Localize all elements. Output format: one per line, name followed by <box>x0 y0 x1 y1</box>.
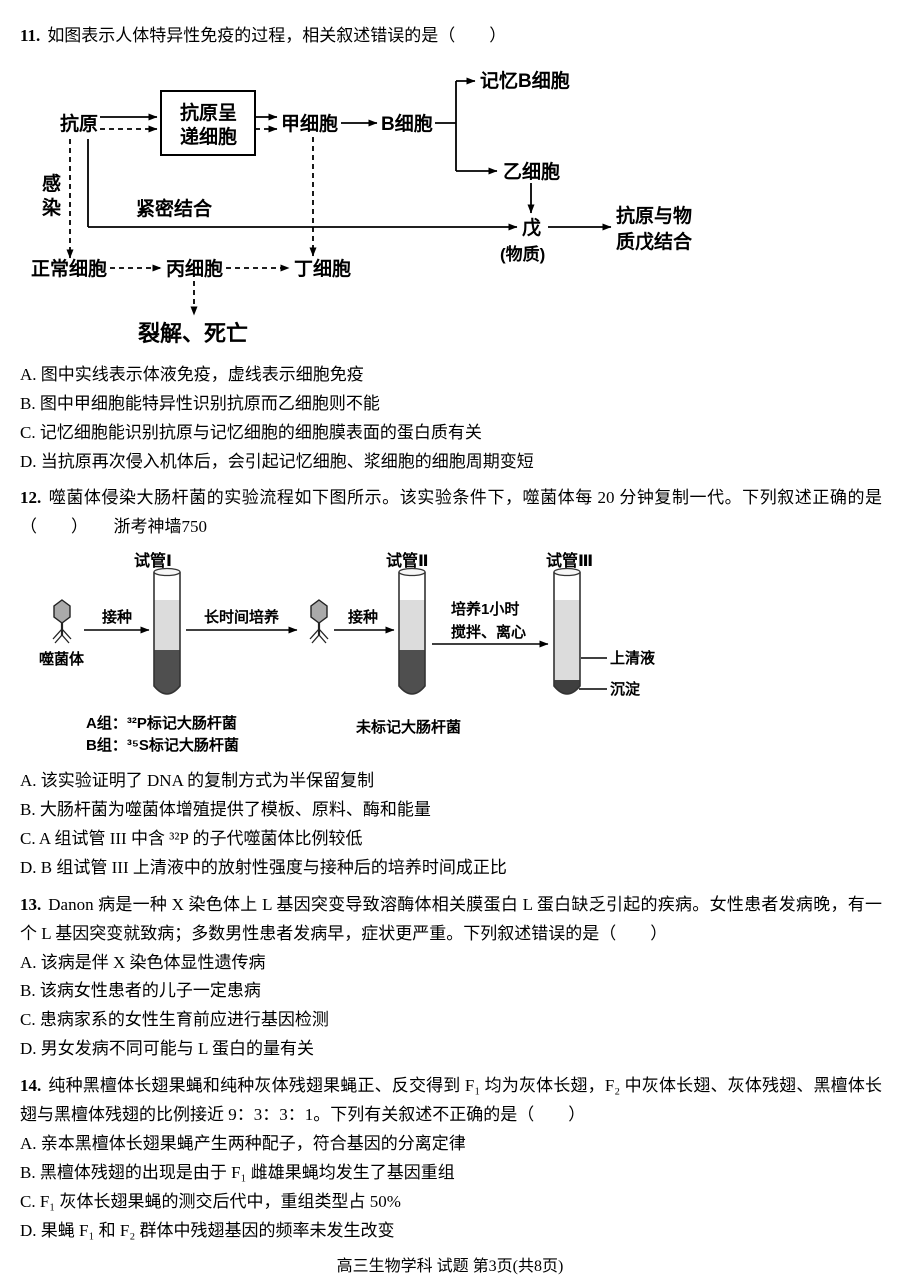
question-12-option-c: C. A 组试管 III 中含 ³²P 的子代噬菌体比例较低 <box>20 829 363 849</box>
question-12-number: 12. <box>20 488 42 508</box>
question-12: 12.噬菌体侵染大肠杆菌的实验流程如下图所示。该实验条件下，噬菌体每 20 分钟… <box>20 484 882 882</box>
cell-bing-label: 丙细胞 <box>166 257 223 280</box>
tight-binding-label: 紧密结合 <box>136 197 213 220</box>
tube-1-label: 试管Ⅰ <box>134 551 172 570</box>
question-11-option-c: C. 记忆细胞能识别抗原与记忆细胞的细胞膜表面的蛋白质有关 <box>20 422 482 442</box>
question-11-option-a: A. 图中实线表示体液免疫，虚线表示细胞免疫 <box>20 364 364 384</box>
question-11-option-b: B. 图中甲细胞能特异性识别抗原而乙细胞则不能 <box>20 393 380 413</box>
cell-ding-label: 丁细胞 <box>294 257 351 280</box>
substance-wu-label: 戊 <box>522 216 541 239</box>
unlabeled-ecoli-label: 未标记大肠杆菌 <box>355 718 461 736</box>
sediment-label: 沉淀 <box>610 680 641 698</box>
question-13-option-c: C. 患病家系的女性生育前应进行基因检测 <box>20 1010 329 1030</box>
apc-label-line2: 递细胞 <box>180 125 237 148</box>
antigen-label: 抗原 <box>60 112 98 135</box>
cell-yi-label: 乙细胞 <box>503 160 560 183</box>
memory-b-cell-label: 记忆B细胞 <box>480 69 570 92</box>
question-13: 13.Danon 病是一种 X 染色体上 L 基因突变导致溶酶体相关膜蛋白 L … <box>20 891 882 1064</box>
test-tube-2 <box>398 568 426 696</box>
question-13-option-d: D. 男女发病不同可能与 L 蛋白的量有关 <box>20 1039 315 1059</box>
question-14: 14.纯种黑檀体长翅果蝇和纯种灰体残翅果蝇正、反交得到 F₁ 均为灰体长翅，F₂… <box>20 1072 882 1245</box>
question-14-stem-text: 纯种黑檀体长翅果蝇和纯种灰体残翅果蝇正、反交得到 F₁ 均为灰体长翅，F₂ 中灰… <box>20 1076 882 1125</box>
question-14-option-d: D. 果蝇 F₁ 和 F₂ 群体中残翅基因的频率未发生改变 <box>20 1220 395 1240</box>
infection-label-1: 感 <box>42 172 61 195</box>
antigen-binding-label-line1: 抗原与物 <box>616 204 692 227</box>
inoculate-1-label: 接种 <box>102 608 132 626</box>
solid-arrows <box>87 77 612 231</box>
tube-3-label: 试管Ⅲ <box>546 551 593 570</box>
question-14-option-b: B. 黑檀体残翅的出现是由于 F₁ 雌雄果蝇均发生了基因重组 <box>20 1162 455 1182</box>
substance-wu-sub-label: (物质) <box>500 244 545 264</box>
cell-b-label: B细胞 <box>381 112 433 135</box>
question-11-stem-text: 如图表示人体特异性免疫的过程，相关叙述错误的是（ ） <box>47 26 507 45</box>
question-12-option-a: A. 该实验证明了 DNA 的复制方式为半保留复制 <box>20 771 375 791</box>
phage-icon <box>51 599 73 645</box>
long-culture-label: 长时间培养 <box>204 608 280 626</box>
page-footer: 高三生物学科 试题 第3页(共8页) <box>336 1258 564 1275</box>
apc-label-line1: 抗原呈 <box>180 101 237 124</box>
question-11-stem: 11. 如图表示人体特异性免疫的过程，相关叙述错误的是（ ） <box>20 22 882 51</box>
question-13-option-a: A. 该病是伴 X 染色体显性遗传病 <box>20 952 266 972</box>
question-11-option-d: D. 当抗原再次侵入机体后，会引起记忆细胞、浆细胞的细胞周期变短 <box>20 451 534 471</box>
lysis-death-label: 裂解、死亡 <box>138 321 248 346</box>
test-tube-1 <box>153 568 181 696</box>
phage-label: 噬菌体 <box>39 650 85 668</box>
immunity-flow-diagram: 记忆B细胞 抗原 抗原呈 递细胞 甲细胞 B细胞 乙细胞 感 染 紧密结合 戊 … <box>31 69 693 346</box>
phage-icon <box>308 599 330 645</box>
infection-label-2: 染 <box>42 196 61 219</box>
cell-jia-label: 甲细胞 <box>281 112 338 135</box>
group-a-label: A组：³²P标记大肠杆菌 <box>86 714 237 732</box>
antigen-binding-label-line2: 质戊结合 <box>616 230 693 253</box>
question-13-stem-text: Danon 病是一种 X 染色体上 L 基因突变导致溶酶体相关膜蛋白 L 蛋白缺… <box>20 894 882 943</box>
question-14-stem: 14.纯种黑檀体长翅果蝇和纯种灰体残翅果蝇正、反交得到 F₁ 均为灰体长翅，F₂… <box>20 1072 882 1130</box>
dashed-arrows <box>66 125 317 316</box>
supernatant-label: 上清液 <box>610 649 656 667</box>
test-tube-3 <box>553 568 581 696</box>
stir-centrifuge-label: 搅拌、离心 <box>451 623 526 641</box>
process-arrows <box>84 626 607 691</box>
culture-1h-label: 培养1小时 <box>451 600 519 618</box>
question-12-stem-text: 噬菌体侵染大肠杆菌的实验流程如下图所示。该实验条件下，噬菌体每 20 分钟复制一… <box>20 488 882 537</box>
question-13-stem: 13.Danon 病是一种 X 染色体上 L 基因突变导致溶酶体相关膜蛋白 L … <box>20 891 882 949</box>
question-11-number: 11. <box>20 26 41 45</box>
question-14-option-a: A. 亲本黑檀体长翅果蝇产生两种配子，符合基因的分离定律 <box>20 1133 466 1153</box>
inoculate-2-label: 接种 <box>348 608 378 626</box>
group-b-label: B组：³⁵S标记大肠杆菌 <box>86 736 239 754</box>
question-14-option-c: C. F₁ 灰体长翅果蝇的测交后代中，重组类型占 50% <box>20 1191 401 1211</box>
question-13-number: 13. <box>20 894 42 914</box>
question-12-option-b: B. 大肠杆菌为噬菌体增殖提供了模板、原料、酶和能量 <box>20 800 431 820</box>
question-11: 11. 如图表示人体特异性免疫的过程，相关叙述错误的是（ ） <box>20 22 882 476</box>
phage-experiment-diagram: 试管Ⅰ 试管Ⅱ 试管Ⅲ 噬菌体 接种 长时间培养 接种 培养1小时 搅拌、离心 … <box>39 551 656 754</box>
normal-cell-label: 正常细胞 <box>31 257 107 280</box>
question-14-number: 14. <box>20 1076 42 1096</box>
tube-2-label: 试管Ⅱ <box>386 551 429 570</box>
question-12-stem: 12.噬菌体侵染大肠杆菌的实验流程如下图所示。该实验条件下，噬菌体每 20 分钟… <box>20 484 882 542</box>
question-12-option-d: D. B 组试管 III 上清液中的放射性强度与接种后的培养时间成正比 <box>20 857 507 877</box>
apc-box <box>160 89 256 156</box>
question-13-option-b: B. 该病女性患者的儿子一定患病 <box>20 981 261 1001</box>
